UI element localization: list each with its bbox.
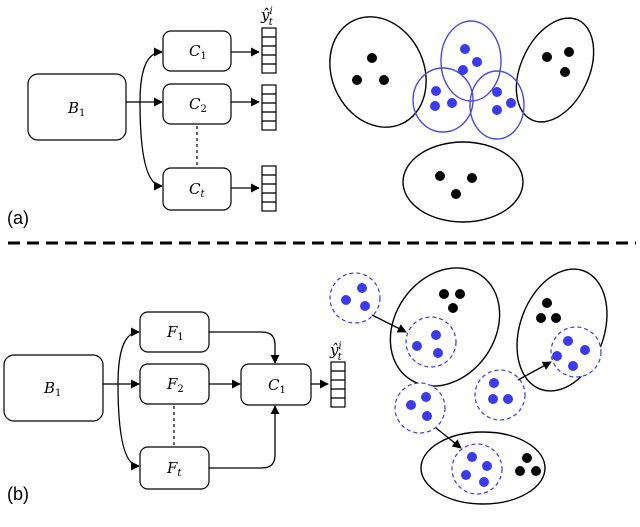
classifier-box-ct <box>162 167 232 211</box>
black-dot <box>379 75 389 85</box>
blue-dot <box>422 411 432 421</box>
backbone-label-a: B1 <box>67 99 85 119</box>
panel-label-b: (b) <box>7 484 29 504</box>
black-dot <box>560 67 570 77</box>
arrow-ft-to-classifier <box>209 405 280 469</box>
pseudo-label-cluster <box>451 443 503 495</box>
backbone-box-b <box>3 354 104 422</box>
output-vector-1 <box>261 27 277 74</box>
blue-dot <box>421 392 431 402</box>
blue-dot <box>461 470 471 480</box>
blue-dot <box>479 477 489 487</box>
classifier-box-c1 <box>162 30 232 72</box>
blue-dot <box>472 57 482 67</box>
black-dot <box>551 313 561 323</box>
blue-dot <box>492 87 502 97</box>
blue-dot <box>458 65 468 75</box>
classifier-label-c2: C2 <box>189 95 207 115</box>
arrow-to-ft <box>117 383 140 471</box>
assignment-arrow <box>517 361 552 381</box>
panel-label-a: (a) <box>7 208 29 228</box>
blue-dot <box>503 394 513 404</box>
output-vector-2 <box>261 84 277 131</box>
arrow-to-f1 <box>117 327 140 385</box>
output-vector-b <box>330 361 346 408</box>
black-dot <box>522 453 532 463</box>
unlabeled-cluster <box>394 382 446 434</box>
blue-dot <box>412 341 422 351</box>
feature-label-f1: F1 <box>166 323 184 343</box>
blue-dot <box>492 105 502 115</box>
new-cluster-ellipse <box>412 67 474 133</box>
old-cluster-ellipse <box>402 141 524 223</box>
arrow-f1-to-classifier <box>209 331 280 364</box>
cluster-view-b <box>329 267 608 505</box>
assignment-arrow <box>435 427 462 449</box>
black-dot <box>448 303 458 313</box>
blue-dot <box>552 351 562 361</box>
blue-dot <box>341 295 351 305</box>
blue-dot <box>360 301 370 311</box>
black-dot <box>435 171 445 181</box>
old-cluster-ellipse <box>329 16 427 128</box>
black-dot <box>531 466 541 476</box>
classifier-box-c2 <box>162 83 232 125</box>
blue-dot <box>467 452 477 462</box>
black-dot <box>542 298 552 308</box>
black-dot <box>439 289 449 299</box>
unlabeled-cluster <box>329 272 381 324</box>
black-dot <box>515 466 525 476</box>
blue-dot <box>433 348 443 358</box>
blue-dot <box>488 394 498 404</box>
arrow-to-ct <box>139 101 163 191</box>
black-dot <box>564 47 574 57</box>
unlabeled-cluster <box>474 369 526 421</box>
backbone-box-a <box>27 73 127 141</box>
blue-dot <box>431 86 441 96</box>
cluster-view-a <box>329 16 595 223</box>
blue-dot <box>568 361 578 371</box>
panel-b: B1 F1 F2 Ft C1 ŷ <box>3 267 608 505</box>
pseudo-label-cluster <box>405 316 457 368</box>
feature-label-ft: Ft <box>166 459 182 479</box>
old-cluster-ellipse <box>515 17 595 123</box>
panel-a: B1 C1 C2 Ct <box>7 6 595 228</box>
blue-dot <box>431 330 441 340</box>
black-dot <box>536 313 546 323</box>
blue-dot <box>489 378 499 388</box>
arrow-to-c1 <box>139 47 163 103</box>
classifier-label-ct: Ct <box>189 180 205 200</box>
black-dot <box>467 173 477 183</box>
new-cluster-ellipse <box>440 20 502 102</box>
feature-label-f2: F2 <box>166 375 184 395</box>
blue-dot <box>357 283 367 293</box>
blue-dot <box>447 98 457 108</box>
classifier-label-c1: C1 <box>189 42 207 62</box>
blue-dot <box>460 44 470 54</box>
black-dot <box>451 189 461 199</box>
blue-dot <box>406 400 416 410</box>
blue-dot <box>506 98 516 108</box>
black-dot <box>352 75 362 85</box>
new-cluster-ellipse <box>469 70 525 140</box>
blue-dot <box>580 345 590 355</box>
blue-dot <box>563 336 573 346</box>
output-vector-t <box>261 165 277 212</box>
backbone-label-b: B1 <box>43 379 61 399</box>
blue-dot <box>482 461 492 471</box>
black-dot <box>367 53 377 63</box>
assignment-arrow <box>371 314 407 333</box>
classifier-label-b: C1 <box>268 376 286 396</box>
blue-dot <box>430 101 440 111</box>
black-dot <box>455 289 465 299</box>
black-dot <box>542 52 552 62</box>
